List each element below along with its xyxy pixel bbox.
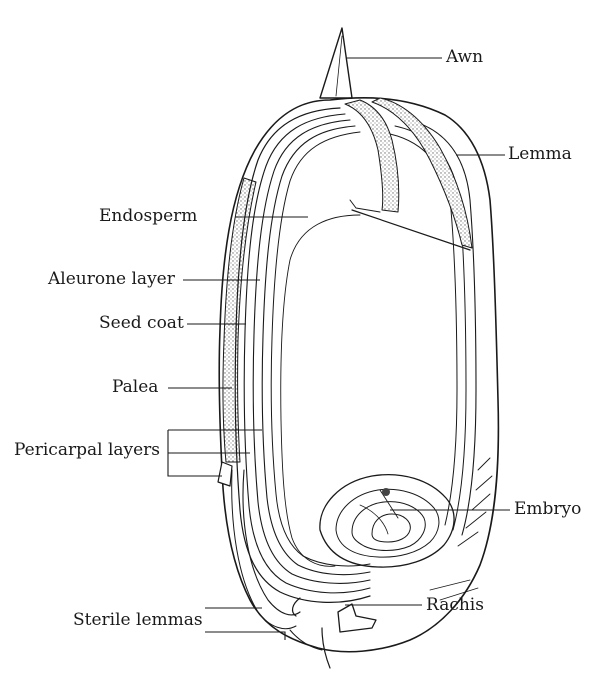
label-seed-coat: Seed coat [99, 313, 184, 333]
label-palea: Palea [112, 377, 159, 397]
label-pericarpal-layers: Pericarpal layers [14, 440, 161, 460]
label-rachis: Rachis [426, 595, 484, 615]
label-awn: Awn [446, 47, 484, 67]
leader-lines [167, 57, 510, 640]
husk-outline [218, 97, 500, 653]
embryo-shape [319, 473, 455, 568]
label-aleurone-layer: Aleurone layer [48, 269, 175, 289]
lemma-band-2 [371, 97, 473, 249]
pericarpal-leader [167, 430, 222, 477]
label-lemma: Lemma [508, 144, 572, 164]
awn-shape [319, 27, 353, 99]
palea-strip [222, 177, 257, 463]
label-embryo: Embryo [514, 499, 582, 519]
label-endosperm: Endosperm [99, 206, 198, 226]
lemma-band-1 [344, 99, 400, 213]
label-sterile-lemmas: Sterile lemmas [73, 610, 203, 630]
endosperm-cavity [280, 214, 361, 567]
